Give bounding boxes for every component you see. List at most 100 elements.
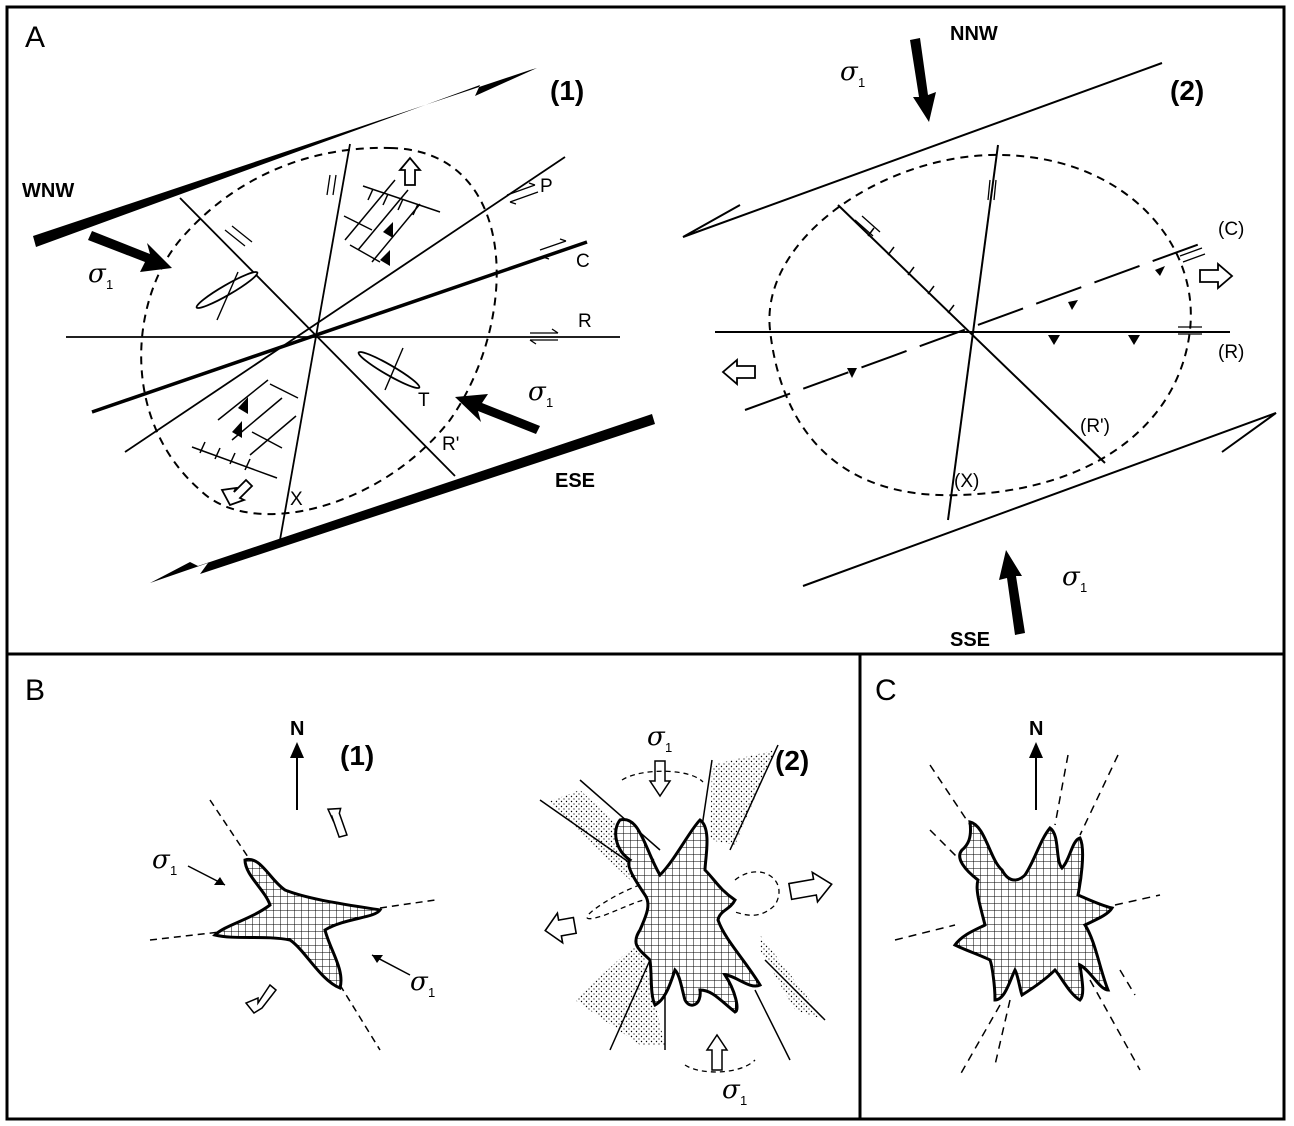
thrust-tooth bbox=[232, 421, 242, 438]
panel-b1-diagram: N (1) σ 1 σ 1 bbox=[149, 718, 436, 1051]
small-arrows bbox=[216, 215, 404, 449]
panel-a2-diagram: (2) NNW SSE σ 1 σ 1 (C) (R) (R') (X) bbox=[682, 23, 1277, 651]
stipple-ne bbox=[710, 750, 775, 845]
p-line bbox=[124, 156, 566, 453]
c-north-arrow-head bbox=[1029, 742, 1043, 758]
a1-dir-ese: ESE bbox=[555, 470, 595, 492]
b1-sigma-right: σ bbox=[410, 967, 429, 997]
sigma1-arrow-left bbox=[88, 231, 172, 272]
panel-b2-diagram: (2) σ 1 σ 1 bbox=[539, 722, 833, 1108]
c-dashed-axes bbox=[894, 754, 1161, 1076]
rprime-line bbox=[179, 197, 456, 477]
b2-sigma-arrow-bottom bbox=[705, 1033, 729, 1071]
fracture-c-label: C bbox=[576, 251, 590, 272]
b1-extension-arrow-down bbox=[244, 983, 278, 1014]
strain-ellipse bbox=[140, 146, 498, 516]
a2-sigma-bottom-sub: 1 bbox=[1080, 580, 1087, 595]
stipple-sw bbox=[575, 940, 665, 1045]
a2-sigma-bottom: σ bbox=[1062, 562, 1081, 592]
extension-arrow-right-2 bbox=[1199, 262, 1234, 290]
b2-arc-bottom bbox=[684, 1059, 756, 1073]
a2-fracture-rprime-label: (R') bbox=[1080, 416, 1110, 437]
c-north-label: N bbox=[1029, 718, 1043, 740]
tension-gash-right bbox=[357, 351, 421, 389]
shear-boundaries bbox=[682, 62, 1277, 587]
rprime-hatches bbox=[867, 227, 955, 314]
b1-sigma-left: σ bbox=[152, 845, 171, 875]
strain-ellipse-2 bbox=[768, 153, 1192, 497]
extension-arrow-up bbox=[398, 156, 422, 186]
fracture-p-label: P bbox=[540, 176, 553, 197]
panel-b-label: B bbox=[25, 674, 45, 707]
a1-sigma-right: σ bbox=[528, 377, 547, 407]
fracture-rprime-label: R' bbox=[442, 434, 459, 455]
a2-fracture-r-label: (R) bbox=[1218, 342, 1244, 363]
fracture-x-label: X bbox=[290, 489, 303, 510]
rprime-line-2 bbox=[837, 204, 1106, 464]
b2-sigma-arrow-top bbox=[648, 760, 672, 798]
panel-c-label: C bbox=[875, 674, 897, 707]
a2-fracture-x-label: (X) bbox=[954, 471, 979, 492]
b1-dashed-axes bbox=[149, 799, 436, 1051]
b2-extension-arrow-right bbox=[787, 870, 833, 904]
a2-label: (2) bbox=[1170, 75, 1204, 106]
b2-star-shape bbox=[614, 818, 763, 1014]
fracture-r-label: R bbox=[578, 311, 592, 332]
panel-frames bbox=[5, 5, 1286, 1121]
b2-sector-lines bbox=[539, 744, 826, 1061]
b2-dashed-lobe-right bbox=[734, 871, 780, 916]
panel-a-label: A bbox=[25, 21, 45, 54]
extension-arrow-down bbox=[220, 478, 254, 507]
fracture-t-label: T bbox=[418, 390, 430, 411]
fracture-lines bbox=[66, 143, 620, 541]
extension-arrow-left-2 bbox=[721, 358, 756, 386]
a2-fracture-c-label: (C) bbox=[1218, 219, 1244, 240]
b1-extension-arrow-up bbox=[326, 807, 348, 838]
b2-sigma-top: σ bbox=[647, 722, 666, 752]
b2-label: (2) bbox=[775, 745, 809, 776]
b1-label: (1) bbox=[340, 740, 374, 771]
a1-sigma-left: σ bbox=[88, 259, 107, 289]
sigma1-arrow-bottom bbox=[999, 550, 1025, 635]
b2-sigma-bottom-sub: 1 bbox=[740, 1093, 747, 1108]
b1-north-label: N bbox=[290, 718, 304, 740]
b2-dashed-lobe-left bbox=[586, 884, 646, 920]
panel-a1-diagram: (1) WNW ESE σ 1 σ 1 P C R T R' X bbox=[22, 68, 655, 583]
a2-sigma-top-sub: 1 bbox=[858, 75, 865, 90]
x-line-2 bbox=[947, 144, 999, 521]
b1-sigma-right-sub: 1 bbox=[428, 985, 435, 1000]
b2-extension-arrow-left bbox=[544, 911, 578, 945]
c-star-shape bbox=[952, 820, 1115, 1002]
a1-sigma-left-sub: 1 bbox=[106, 277, 113, 292]
thrust-tooth bbox=[380, 250, 390, 266]
upper-shear-arrow bbox=[33, 68, 537, 247]
thrust-tooth bbox=[238, 397, 248, 414]
b2-sigma-top-sub: 1 bbox=[665, 740, 672, 755]
b1-sigma-left-sub: 1 bbox=[170, 863, 177, 878]
fracture-lines-2 bbox=[715, 144, 1230, 521]
a2-dir-sse: SSE bbox=[950, 629, 990, 651]
north-arrow-head bbox=[290, 742, 304, 758]
a1-label: (1) bbox=[550, 75, 584, 106]
a1-dir-wnw: WNW bbox=[22, 180, 74, 202]
a2-sigma-top: σ bbox=[840, 57, 859, 87]
stipple-se bbox=[760, 935, 825, 1020]
shear-sense-marks bbox=[224, 174, 570, 345]
sigma1-arrow-right bbox=[455, 394, 540, 434]
shear-sense-marks-2 bbox=[854, 179, 1206, 335]
b2-sigma-bottom: σ bbox=[722, 1075, 741, 1105]
sigma1-arrow-top bbox=[910, 38, 936, 122]
x-line bbox=[279, 143, 351, 541]
b1-star-shape bbox=[212, 857, 383, 991]
thrust-teeth-2 bbox=[847, 266, 1165, 378]
panel-c-diagram: N bbox=[894, 718, 1161, 1076]
normal-fault-lower bbox=[191, 379, 297, 479]
a1-sigma-right-sub: 1 bbox=[546, 395, 553, 410]
lower-shear-arrow bbox=[150, 414, 655, 583]
c-line bbox=[91, 240, 588, 414]
tension-gash-left bbox=[195, 271, 259, 309]
normal-fault-upper bbox=[344, 179, 441, 263]
thrust-tooth bbox=[383, 222, 393, 238]
a2-dir-nnw: NNW bbox=[950, 23, 998, 45]
